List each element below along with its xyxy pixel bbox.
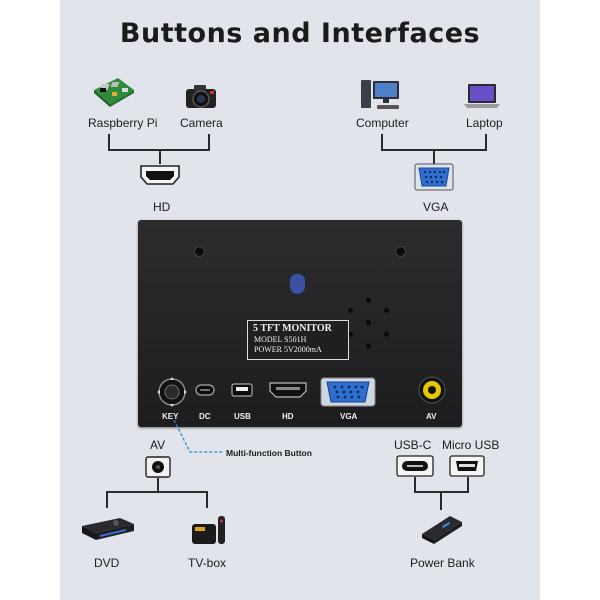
panel-label-usb: USB [234,412,251,421]
multi-function-button-annotation: Multi-function Button [226,448,312,458]
device-label-laptop: Laptop [466,116,503,130]
page-title: Buttons and Interfaces [119,18,481,49]
vga-port-icon [414,163,454,191]
panel-label-hd: HD [282,412,294,421]
mounting-hole [194,246,205,257]
tv-box-icon [192,516,225,544]
hdmi-port [269,382,307,398]
connector-line [106,491,208,493]
label-line-power: POWER 5V2000mA [254,345,322,354]
label-line-model-name: 5 TFT MONITOR [253,323,332,334]
micro-usb-port [231,383,253,397]
connector-line [485,134,487,150]
desktop-computer-icon [361,80,399,109]
monitor-back-panel: 5 TFT MONITOR MODEL S501H POWER 5V2000mA [138,220,462,427]
connector-line [206,492,208,508]
laptop-icon [464,84,500,108]
panel-label-key: KEY [162,412,179,421]
device-label-raspberry-pi: Raspberry Pi [88,116,158,130]
micro-usb-port-icon [449,455,485,477]
port-label-vga: VGA [423,200,449,214]
connector-line [414,477,416,492]
device-label-power-bank: Power Bank [410,556,475,570]
connector-line [440,492,442,510]
connector-line [106,492,108,508]
raspberry-pi-board-icon [94,78,134,107]
model-label-plate: 5 TFT MONITOR MODEL S501H POWER 5V2000mA [247,320,349,360]
port-label-hd: HD [153,200,171,214]
wall-mount-keyhole [290,274,305,294]
device-label-camera: Camera [180,116,223,130]
panel-label-av: AV [426,412,437,421]
panel-label-dc: DC [199,412,211,421]
connector-line [108,134,110,150]
usb-c-port-icon [396,455,434,477]
annotation-pointer-line [173,419,224,453]
device-label-computer: Computer [356,116,409,130]
port-label-usb-c: USB-C [394,438,432,452]
connector-line [159,150,161,164]
connector-line [381,134,383,150]
av-port [418,376,446,404]
device-label-tv-box: TV-box [188,556,227,570]
port-label-micro-usb: Micro USB [442,438,500,452]
connector-line [208,134,210,150]
mounting-hole [395,246,406,257]
label-line-model-number: MODEL S501H [254,335,307,344]
device-label-dvd: DVD [94,556,120,570]
av-port-icon [145,456,171,478]
panel-label-vga: VGA [340,412,358,421]
port-label-av: AV [150,438,166,452]
connector-line [157,478,159,492]
dc-power-port [195,384,215,396]
connector-line [467,477,469,492]
camera-icon [186,85,216,108]
power-bank-icon [422,516,462,544]
vga-port [320,377,376,407]
connector-line [433,150,435,164]
hdmi-port-icon [140,165,180,185]
multi-function-key-button[interactable] [156,376,188,408]
dvd-player-icon [82,518,134,540]
